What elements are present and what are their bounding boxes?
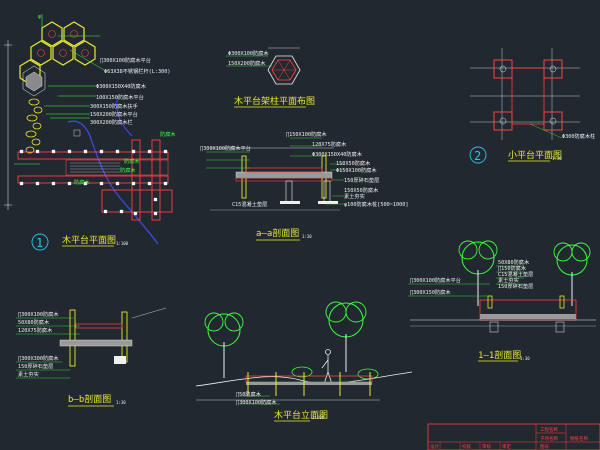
bb-section-detail: ∏300X100防腐木 50X80防腐木 120X75防腐木 ∏300X300防… [16,307,167,407]
cc-section-detail: ∏300X100防腐木平台 ∏300X150防腐木 50X80防腐木 ∏150防… [408,240,596,362]
drawing-title: b—b剖面图 [68,393,111,405]
tree-right-2 [553,242,591,306]
drawing-scale: 1:30 [552,156,562,161]
bb-note: 素土夯实 [18,370,39,378]
title-block-cell: 子项名称 [540,435,558,442]
stepping-stone-path [25,98,43,154]
bb-note: ∏300X100防腐木 [18,310,59,318]
plan-wood-label: 防腐木 [120,166,136,174]
title-block-cell: 审核 [482,443,491,450]
title-block: 工程名称 子项名称 图纸名称 图号 设计 校核 审核 审定 [427,423,600,450]
drawing-scale: 1:100 [312,415,325,420]
cc-note: 素土夯实 [498,276,519,284]
cc-note: ∏300X100防腐木平台 [410,276,461,284]
bb-note: 120X75防腐木 [18,326,53,334]
stream-outline [67,120,159,245]
elev-note: ∏50防腐木 [236,390,262,398]
cc-note: 50X80防腐木 [498,258,530,266]
tree-middle [325,301,367,372]
drawing-title: 小平台平面图 [508,149,562,161]
deck-elevation-detail: ∏50防腐木 ∏300X100防腐木 木平台立面图 1:100 [195,301,413,422]
plan-note: 150X200防腐木平台 [90,110,138,118]
aa-note: ∏300X100防腐木平台 [200,144,251,152]
plan-wood-label: 防腐木 [74,178,90,186]
hex-note: Φ300X100防腐木 [228,49,269,57]
small-platform-plan-detail: Φ300防腐木柱 2 小平台平面图 1:30 [469,48,595,164]
plan-note: Φ63X38不锈钢栏杆(L:300) [104,67,171,75]
aa-note: ∏150X100防腐木 [286,130,327,138]
small-note: Φ300防腐木柱 [562,132,595,140]
tree-right-1 [458,240,498,306]
cc-note: C15混凝土垫层 [498,270,533,278]
drawing-scale: 1:30 [302,234,312,239]
aa-note: 120X75防腐木 [312,140,347,148]
plan-note: Φ300X150X40防腐木 [96,82,147,90]
title-block-cell: 审定 [502,443,511,450]
title-block-cell: 图纸名称 [570,435,588,442]
deck-walkway [14,129,173,221]
aa-note: Φ300X150X40防腐木 [312,150,363,158]
plan-note: 100X150防腐木平台 [96,93,144,101]
aa-note: 150X50防腐木 [336,159,371,167]
drawing-title: a—a剖面图 [256,227,299,239]
plan-note: 300X200防腐木栏 [90,118,133,126]
title-block-cell: 设计 [430,443,439,450]
title-block-cell: 校核 [462,443,471,450]
drawing-scale: 1:30 [116,400,126,405]
human-figure [321,349,333,385]
cc-note: 150厚碎石垫层 [498,282,533,290]
svg-text:φ: φ [38,14,41,20]
drawing-scale: 1:30 [520,356,530,361]
drawing-title: 木平台立面图 [274,409,328,421]
aa-note: 150厚碎石垫层 [344,176,379,184]
bb-note: 150厚碎石垫层 [18,362,53,370]
bb-note: 50X80防腐木 [18,318,50,326]
aa-note: φ100防腐木桩[500~1000] [344,200,408,208]
aa-section-detail: ∏300X100防腐木平台 ∏150X100防腐木 120X75防腐木 Φ300… [200,130,408,241]
aa-note: 150X50防腐木 [344,186,379,194]
hex-post-plan-detail: Φ300X100防腐木 150X200防腐木 木平台架柱平面布图 [226,47,315,108]
plan-note: 300X150防腐木扶手 [90,102,138,110]
drawing-title: 木平台架柱平面布图 [234,95,315,107]
plan-wood-label: 防腐木 [124,157,140,165]
drawing-scale: 1:100 [116,241,129,246]
bb-note: ∏300X300防腐木 [18,354,59,362]
cc-note: ∏150防腐木 [498,264,527,272]
drawing-title: 木平台平面图 [62,234,116,246]
detail-number: 1 [36,236,43,250]
tree-left [204,312,244,378]
drawing-title: 1—1剖面图 [478,349,521,361]
plan-wood-label: 防腐木 [160,130,176,138]
title-block-cell: 工程名称 [540,426,558,433]
plan-callout-leaders [44,35,105,119]
detail-number-circle [31,233,49,251]
elev-note: ∏300X100防腐木 [236,398,277,406]
aa-note: 素土夯实 [344,192,365,200]
title-block-cell: 图号 [540,444,549,450]
hex-platform-cluster: φ [19,14,96,97]
plan-note: ∏300X100防腐木平台 [100,56,151,64]
aa-note: C15混凝土垫层 [232,200,267,208]
deck-plan-detail: φ [4,14,176,251]
hex-note: 150X200防腐木 [228,59,266,67]
detail-number-circle [469,146,487,164]
aa-note: Φ150X100防腐木 [336,166,377,174]
detail-number: 2 [474,149,481,163]
cc-note: ∏300X150防腐木 [410,288,451,296]
